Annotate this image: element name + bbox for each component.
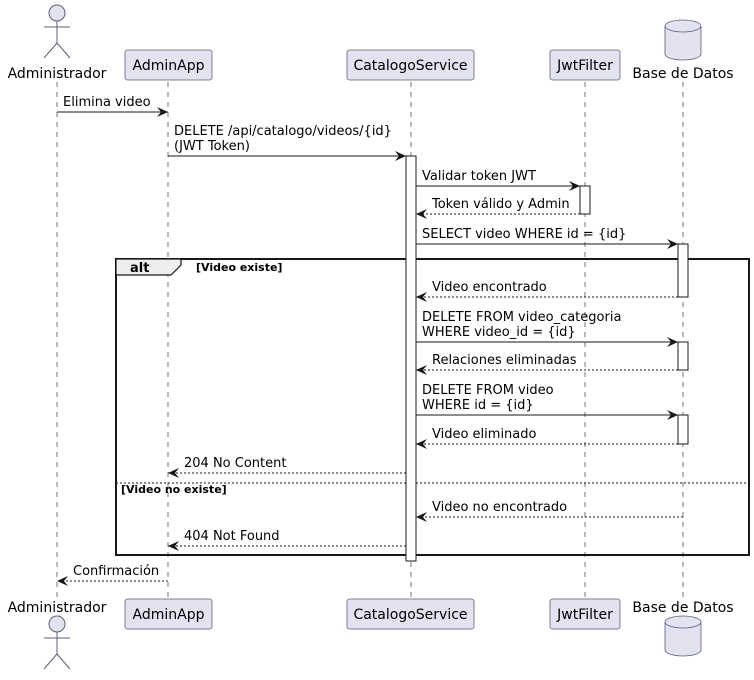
database-rim-icon [664, 621, 702, 629]
activation-bar-svc [405, 155, 417, 562]
database-label: Base de Datos [632, 66, 733, 82]
participant-box [346, 598, 475, 630]
actor-leg-icon [43, 653, 58, 670]
participant-label: AdminApp [133, 607, 205, 623]
database-label: Base de Datos [632, 600, 733, 616]
message-arrow: Validar token JWT [416, 169, 580, 191]
actor-admin: Administrador [8, 4, 107, 82]
message-arrow: 404 Not Found [168, 529, 406, 551]
message-arrow: Video no encontrado [416, 500, 683, 522]
activation-bar-db [677, 341, 689, 371]
actor-leg-icon [43, 42, 58, 59]
message-arrow: Video eliminado [416, 427, 678, 449]
participant-jwt: JwtFilter [549, 598, 621, 630]
activation-bar-db [677, 243, 689, 298]
message-label: Video encontrado [432, 280, 547, 295]
message-label: Token válido y Admin [431, 197, 570, 212]
participant-box [549, 49, 621, 81]
message-label: WHERE video_id = {id} [422, 325, 576, 340]
message-label: 404 Not Found [184, 529, 280, 544]
database-db: Base de Datos [632, 600, 734, 657]
message-label: Video no encontrado [432, 500, 567, 515]
participant-label: JwtFilter [556, 607, 613, 623]
message-arrow: Token válido y Admin [416, 197, 580, 219]
message-arrow: DELETE /api/catalogo/videos/{id}(JWT Tok… [168, 124, 406, 161]
actor-head-icon [48, 615, 66, 633]
participant-box [124, 49, 213, 81]
message-label: WHERE id = {id} [422, 398, 534, 413]
participant-box [346, 49, 475, 81]
participant-label: AdminApp [133, 58, 205, 74]
database-icon [664, 615, 702, 657]
participant-box [124, 598, 213, 630]
message-arrow: Relaciones eliminadas [416, 353, 678, 375]
participant-box [549, 598, 621, 630]
message-label: Relaciones eliminadas [432, 353, 577, 368]
message-label: Video eliminado [432, 427, 537, 442]
message-label: DELETE FROM video_categoria [422, 310, 621, 325]
database-rim-icon [664, 25, 702, 33]
message-arrow: SELECT video WHERE id = {id} [416, 227, 678, 249]
message-label: DELETE /api/catalogo/videos/{id} [174, 124, 392, 139]
database-db: Base de Datos [632, 19, 734, 82]
participant-label: JwtFilter [556, 58, 613, 74]
actor-label: Administrador [8, 66, 107, 82]
participant-label: CatalogoService [353, 58, 467, 74]
message-label: Elimina video [63, 95, 151, 110]
actor-label: Administrador [8, 600, 107, 616]
participant-svc: CatalogoService [346, 49, 475, 81]
alt-fragment-frame [115, 258, 750, 556]
actor-head-icon [48, 4, 66, 22]
message-label: SELECT video WHERE id = {id} [422, 227, 626, 242]
actor-leg-icon [56, 653, 71, 670]
participant-app: AdminApp [124, 49, 213, 81]
participant-app: AdminApp [124, 598, 213, 630]
participant-label: CatalogoService [353, 607, 467, 623]
activation-bar-db [677, 414, 689, 445]
message-label: Confirmación [73, 564, 159, 579]
message-arrow: Video encontrado [416, 280, 678, 302]
message-arrow: Confirmación [57, 564, 168, 586]
database-icon [664, 19, 702, 61]
alt-condition: [Video existe] [196, 261, 282, 274]
actor-leg-icon [56, 42, 71, 59]
message-label: (JWT Token) [174, 139, 250, 154]
message-arrow: 204 No Content [168, 456, 406, 478]
alt-keyword: alt [130, 261, 149, 276]
participant-svc: CatalogoService [346, 598, 475, 630]
participant-jwt: JwtFilter [549, 49, 621, 81]
message-label: Validar token JWT [422, 169, 536, 184]
message-label: DELETE FROM video [422, 383, 554, 398]
message-arrow: Elimina video [57, 95, 168, 117]
message-label: 204 No Content [184, 456, 286, 471]
alt-fragment-tab [115, 258, 182, 276]
actor-admin-bottom: Administrador [8, 600, 107, 670]
alt-condition: [Video no existe] [121, 483, 227, 496]
activation-bar-jwt [579, 185, 591, 215]
